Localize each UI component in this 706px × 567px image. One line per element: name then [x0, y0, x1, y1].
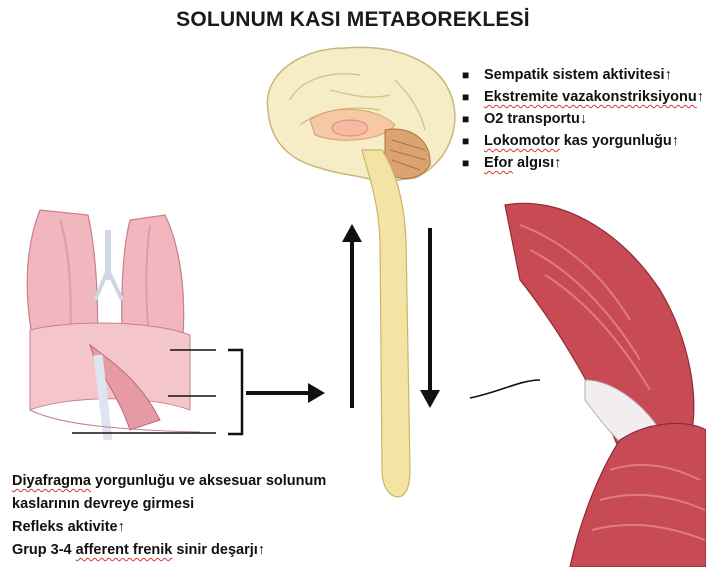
effect-item: ■ Efor algısı↑: [462, 152, 704, 174]
effect-keyword: O2 transportu: [484, 111, 580, 127]
up-arrow-icon: [342, 224, 362, 408]
note-text: yorgunluğu ve aksesuar solunum: [91, 473, 326, 489]
effect-keyword: Sempatik: [484, 67, 548, 83]
up-arrow-icon: ↑: [665, 67, 672, 83]
up-arrow-icon: ↑: [672, 133, 679, 149]
effect-item: ■ Lokomotor kas yorgunluğu↑: [462, 130, 704, 152]
effect-text: sistem aktivitesi: [548, 67, 664, 83]
bullet-icon: ■: [462, 130, 469, 152]
down-arrow-icon: ↓: [580, 111, 587, 127]
right-arrow-icon: [246, 383, 325, 403]
effect-text: kas yorgunluğu: [560, 133, 672, 149]
effect-keyword: Efor: [484, 155, 513, 171]
effects-list: ■Sempatik sistem aktivitesi↑ ■Ekstremite…: [462, 64, 704, 174]
lungs-illustration: [27, 210, 200, 440]
down-arrow-icon: [420, 228, 440, 408]
bullet-icon: ■: [462, 152, 469, 174]
note-text: Refleks aktivite: [12, 519, 118, 535]
up-arrow-icon: ↑: [697, 89, 704, 105]
leg-muscles-illustration: [470, 203, 706, 567]
note-line: Refleks aktivite↑: [12, 516, 326, 539]
brain-illustration: [267, 47, 454, 182]
effect-item: ■ O2 transportu↓: [462, 108, 704, 130]
bullet-icon: ■: [462, 64, 469, 86]
bullet-icon: ■: [462, 86, 469, 108]
up-arrow-icon: ↑: [554, 155, 561, 171]
up-arrow-icon: ↑: [118, 519, 125, 535]
bullet-icon: ■: [462, 108, 469, 130]
effect-text: algısı: [513, 155, 554, 171]
spinal-cord: [362, 150, 410, 497]
note-line: Grup 3-4 afferent frenik sinir deşarjı↑: [12, 539, 326, 562]
note-line: kaslarının devreye girmesi: [12, 493, 326, 516]
note-line: Diyafragma yorgunluğu ve aksesuar solunu…: [12, 470, 326, 493]
note-keyword: Diyafragma: [12, 473, 91, 489]
effect-item: ■ Ekstremite vazakonstriksiyonu↑: [462, 86, 704, 108]
effect-keyword: Lokomotor: [484, 133, 560, 149]
note-text: Grup 3-4: [12, 542, 76, 558]
respiratory-notes: Diyafragma yorgunluğu ve aksesuar solunu…: [12, 470, 326, 562]
note-text: kaslarının devreye girmesi: [12, 496, 194, 512]
up-arrow-icon: ↑: [258, 542, 265, 558]
effect-item: ■ Sempatik sistem aktivitesi↑: [462, 64, 704, 86]
effect-keyword: Ekstremite vazakonstriksiyonu: [484, 89, 697, 105]
note-keyword: afferent frenik: [76, 542, 173, 558]
note-text: sinir deşarjı: [172, 542, 257, 558]
